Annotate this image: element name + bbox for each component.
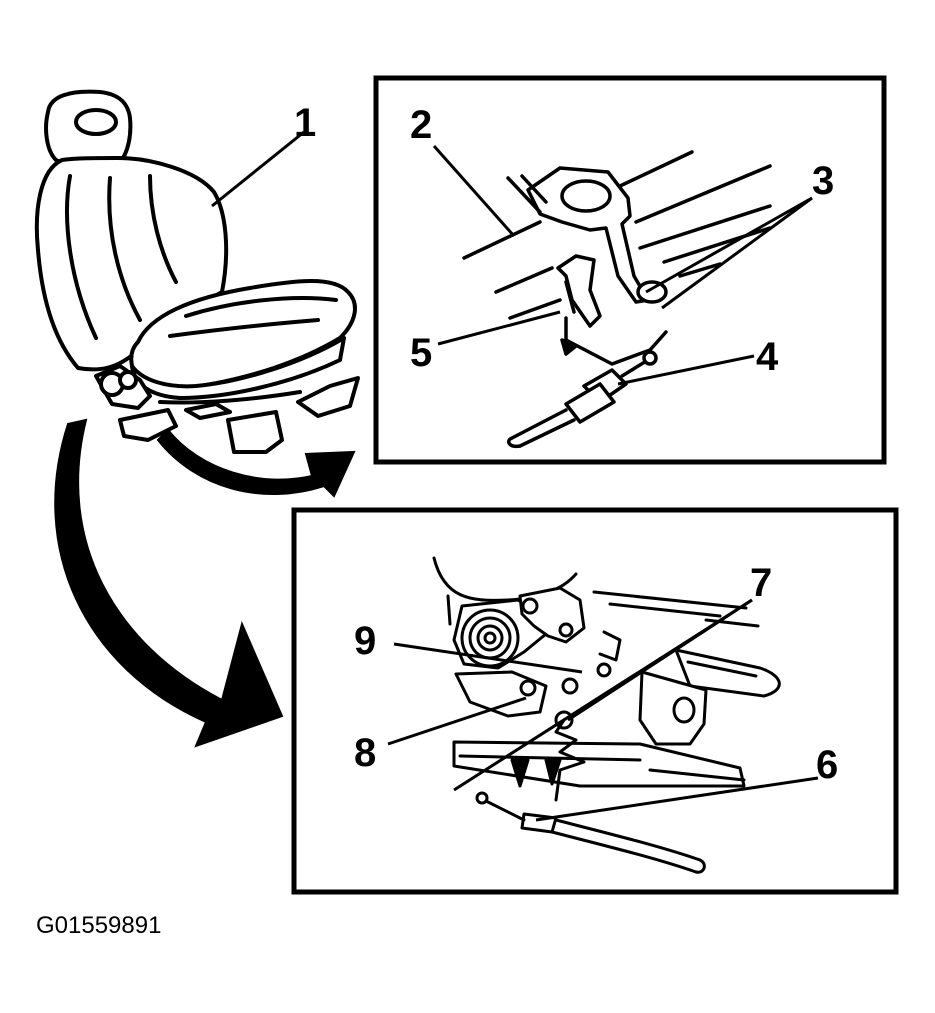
cable-end-fitting <box>636 280 668 304</box>
lever-pin <box>561 677 579 695</box>
rail-line <box>462 220 542 260</box>
seat-adjuster-knob <box>118 370 138 390</box>
rail-line <box>634 164 772 224</box>
cable-rod <box>510 408 568 440</box>
rail-line <box>638 204 772 250</box>
upper-detail-illustration <box>462 150 772 449</box>
large-curved-arrow <box>54 418 284 748</box>
lower-track-line <box>458 754 642 762</box>
seat-riser <box>296 376 360 418</box>
callout-4: 4 <box>756 335 779 379</box>
cam-pivot <box>519 679 537 697</box>
seat-cushion-seam <box>168 318 320 338</box>
figure-id: G01559891 <box>36 912 162 939</box>
cable-wire <box>620 358 650 378</box>
rail-line <box>678 262 722 278</box>
small-curved-arrow <box>156 428 356 498</box>
lower-cable-rod <box>550 830 698 874</box>
callout-6-leader <box>535 776 819 822</box>
lower-cable-route <box>554 718 586 802</box>
seat-rail <box>158 390 302 405</box>
track-tooth <box>510 758 530 788</box>
seat-illustration <box>34 89 360 454</box>
seat-back-seam <box>107 176 142 322</box>
rail-line <box>618 150 694 188</box>
lower-detail-illustration <box>432 556 781 874</box>
callout-3-leader <box>645 196 813 294</box>
rail-line <box>662 226 772 264</box>
lower-detail-leaders <box>387 598 819 822</box>
release-handle <box>674 648 781 698</box>
callout-2: 2 <box>410 103 432 147</box>
callout-7-leader <box>453 598 753 792</box>
seat-back-seam <box>148 174 178 284</box>
callout-1: 1 <box>294 101 316 145</box>
lower-cable-ferrule <box>475 791 489 805</box>
seat-cushion-seam <box>184 295 338 318</box>
lower-track-line <box>648 768 746 782</box>
callout-8: 8 <box>354 731 376 775</box>
callout-9-leader <box>393 642 583 674</box>
recliner-spring-coil <box>483 631 497 645</box>
lower-rail <box>608 602 722 618</box>
callout-4-leader <box>617 354 755 386</box>
callout-5-leader <box>437 310 561 346</box>
callout-3-leader <box>661 196 813 310</box>
handle-bracket-hole <box>672 696 696 724</box>
cable-ferrule <box>642 350 658 366</box>
bracket-hole <box>560 179 612 213</box>
seat-lower-bracket <box>118 408 178 442</box>
lower-cable-rod-end <box>694 858 706 874</box>
cable-rod-end <box>507 436 522 449</box>
callout-6: 6 <box>816 743 838 787</box>
recliner-spring-coil <box>476 624 504 652</box>
seat-riser <box>226 410 284 454</box>
latch-slot <box>564 280 576 314</box>
seat-underside <box>446 594 452 626</box>
callout-3: 3 <box>812 159 834 203</box>
lower-cable-wire <box>482 798 526 822</box>
seat-rail <box>184 402 232 420</box>
track-tooth <box>544 758 562 786</box>
release-handle-inner <box>686 660 758 678</box>
seat-back-seam <box>65 174 98 340</box>
callout-5: 5 <box>410 331 432 375</box>
cable-anchor <box>554 710 574 730</box>
lever-pin <box>596 662 612 678</box>
pawl-arm <box>598 630 622 662</box>
lower-rail <box>592 590 748 610</box>
lower-rail <box>704 618 760 628</box>
lower-cable-rod <box>554 818 702 862</box>
cable-rod <box>518 418 576 448</box>
lower-track <box>452 740 746 788</box>
bracket-edge <box>520 174 548 204</box>
cable-arrow-marker <box>560 338 578 356</box>
pawl-pivot <box>558 622 574 638</box>
pawl-pivot <box>521 597 539 615</box>
headrest-hole <box>74 108 118 136</box>
upper-detail-leaders <box>432 145 813 386</box>
callout-9: 9 <box>354 619 376 663</box>
cable-route <box>564 316 668 366</box>
rail-line <box>494 266 554 294</box>
bracket-edge <box>506 176 542 214</box>
rail-line <box>508 298 562 320</box>
callout-8-leader <box>387 696 527 746</box>
callout-1-leader <box>211 130 305 208</box>
callout-7: 7 <box>750 561 772 605</box>
callout-2-leader <box>432 145 516 237</box>
cable-housing <box>564 382 616 424</box>
seat-side-skirt <box>130 336 346 400</box>
